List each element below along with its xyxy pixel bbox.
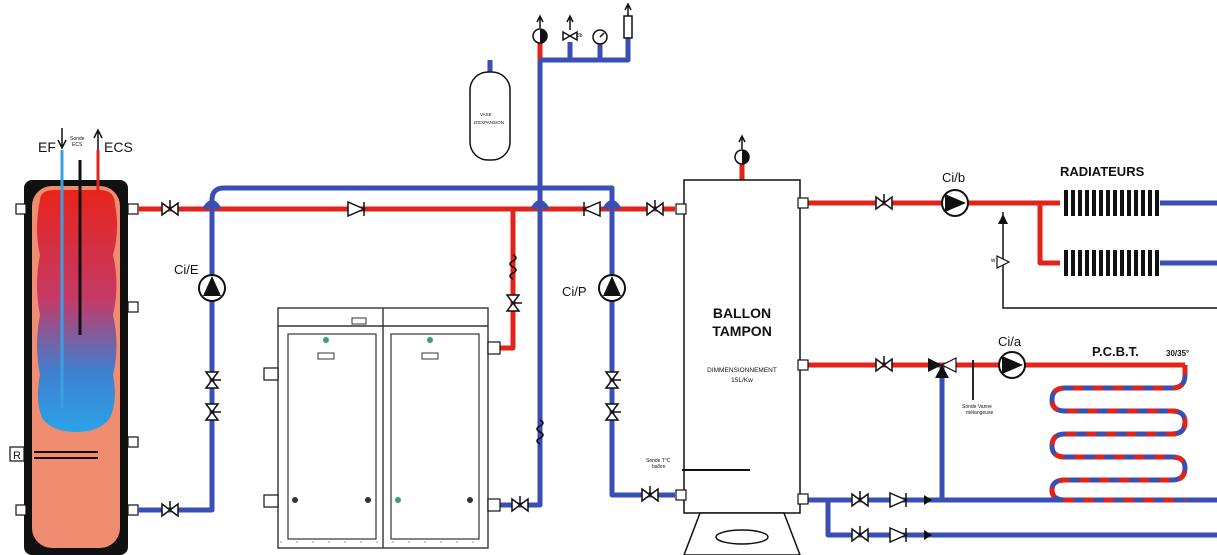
pump-e-icon xyxy=(198,274,226,302)
label-sonde-vanne-2: mélangeuse xyxy=(966,410,993,416)
label-pcbt: P.C.B.T. xyxy=(1092,344,1139,359)
radiator-fin xyxy=(1064,190,1068,216)
label-sonde-ballon-1: Sonde T°C xyxy=(646,458,671,464)
radiator-fin xyxy=(1071,250,1075,276)
radiator-fin xyxy=(1120,190,1124,216)
label-sonde-ecs-1: Sonde xyxy=(70,136,85,142)
label-pump-p: Ci/P xyxy=(562,284,587,299)
boiler xyxy=(263,307,501,549)
expansion-vessel xyxy=(469,71,511,161)
pump-b-icon xyxy=(941,189,969,217)
radiator-fin xyxy=(1106,190,1110,216)
radiator-fin xyxy=(1099,190,1103,216)
radiator-fin xyxy=(1099,250,1103,276)
radiator-fin xyxy=(1141,250,1145,276)
radiator-fin xyxy=(1134,250,1138,276)
label-sonde-vanne-1: Sonde Vanne xyxy=(962,404,992,410)
radiator-fin xyxy=(1127,190,1131,216)
label-ballon: BALLON xyxy=(713,305,771,321)
label-tampon: TAMPON xyxy=(712,323,772,339)
radiator-fins xyxy=(1064,190,1159,276)
mixing-valve-icon xyxy=(928,357,957,378)
floor-loop-hot xyxy=(1049,365,1188,503)
radiator-fin xyxy=(1085,250,1089,276)
safety-valve xyxy=(562,14,578,42)
air-vent-top xyxy=(532,14,548,44)
label-3b: 3b xyxy=(577,33,583,39)
radiator-fin xyxy=(1134,190,1138,216)
label-r: R xyxy=(13,450,21,462)
ecs-arrow-icon xyxy=(93,128,103,150)
label-pcbt-temp: 30/35° xyxy=(1166,349,1189,358)
radiator-fin xyxy=(1155,190,1159,216)
radiator-fin xyxy=(1113,250,1117,276)
radiator-fin xyxy=(1092,190,1096,216)
label-ecs: ECS xyxy=(104,139,133,155)
radiator-fin xyxy=(1120,250,1124,276)
radiator-fin xyxy=(1085,190,1089,216)
radiator-fin xyxy=(1078,190,1082,216)
radiator-fin xyxy=(1148,250,1152,276)
return-arrows xyxy=(924,495,932,540)
thermometer-icon xyxy=(623,2,633,39)
valves xyxy=(161,194,893,543)
label-vase-1: VASE xyxy=(480,112,492,117)
radiator-fin xyxy=(1064,250,1068,276)
flex-hose-cold xyxy=(536,419,544,445)
floor-heating-loop xyxy=(1049,365,1188,503)
radiator-fin xyxy=(1092,250,1096,276)
label-radiateurs: RADIATEURS xyxy=(1060,164,1145,179)
pressure-gauge-icon xyxy=(592,29,608,45)
label-bypass: w xyxy=(990,258,996,264)
label-pump-b: Ci/b xyxy=(942,170,965,185)
radiator-fin xyxy=(1155,250,1159,276)
bypass-valve xyxy=(996,212,1217,309)
buffer-tank xyxy=(675,179,809,555)
label-sonde-ecs-2: ECS xyxy=(72,142,83,148)
ef-arrow-icon xyxy=(57,128,67,150)
resistance-box xyxy=(9,446,25,462)
label-vase-2: D'EXPANSION xyxy=(474,120,504,125)
radiator-fin xyxy=(1106,250,1110,276)
radiator-fin xyxy=(1127,250,1131,276)
label-pump-e: Ci/E xyxy=(174,262,199,277)
radiator-fin xyxy=(1141,190,1145,216)
label-ef: EF xyxy=(38,139,56,155)
pump-a-icon xyxy=(998,351,1026,379)
check-valves xyxy=(347,200,908,544)
radiator-fin xyxy=(1148,190,1152,216)
label-dimension-value: 15L/Kw xyxy=(731,377,753,384)
pipe-crossings xyxy=(202,200,622,211)
air-vent-ballon xyxy=(734,134,750,165)
pump-p-icon xyxy=(598,274,626,302)
radiator-fin xyxy=(1113,190,1117,216)
radiator-fin xyxy=(1071,190,1075,216)
flex-hose-hot xyxy=(509,254,517,280)
label-dimension: DIMMENSIONNEMENT xyxy=(707,367,777,374)
radiator-fin xyxy=(1078,250,1082,276)
ecs-tank xyxy=(15,150,139,555)
label-sonde-ballon-2: ballon xyxy=(652,464,666,470)
label-pump-a: Ci/a xyxy=(998,334,1022,349)
